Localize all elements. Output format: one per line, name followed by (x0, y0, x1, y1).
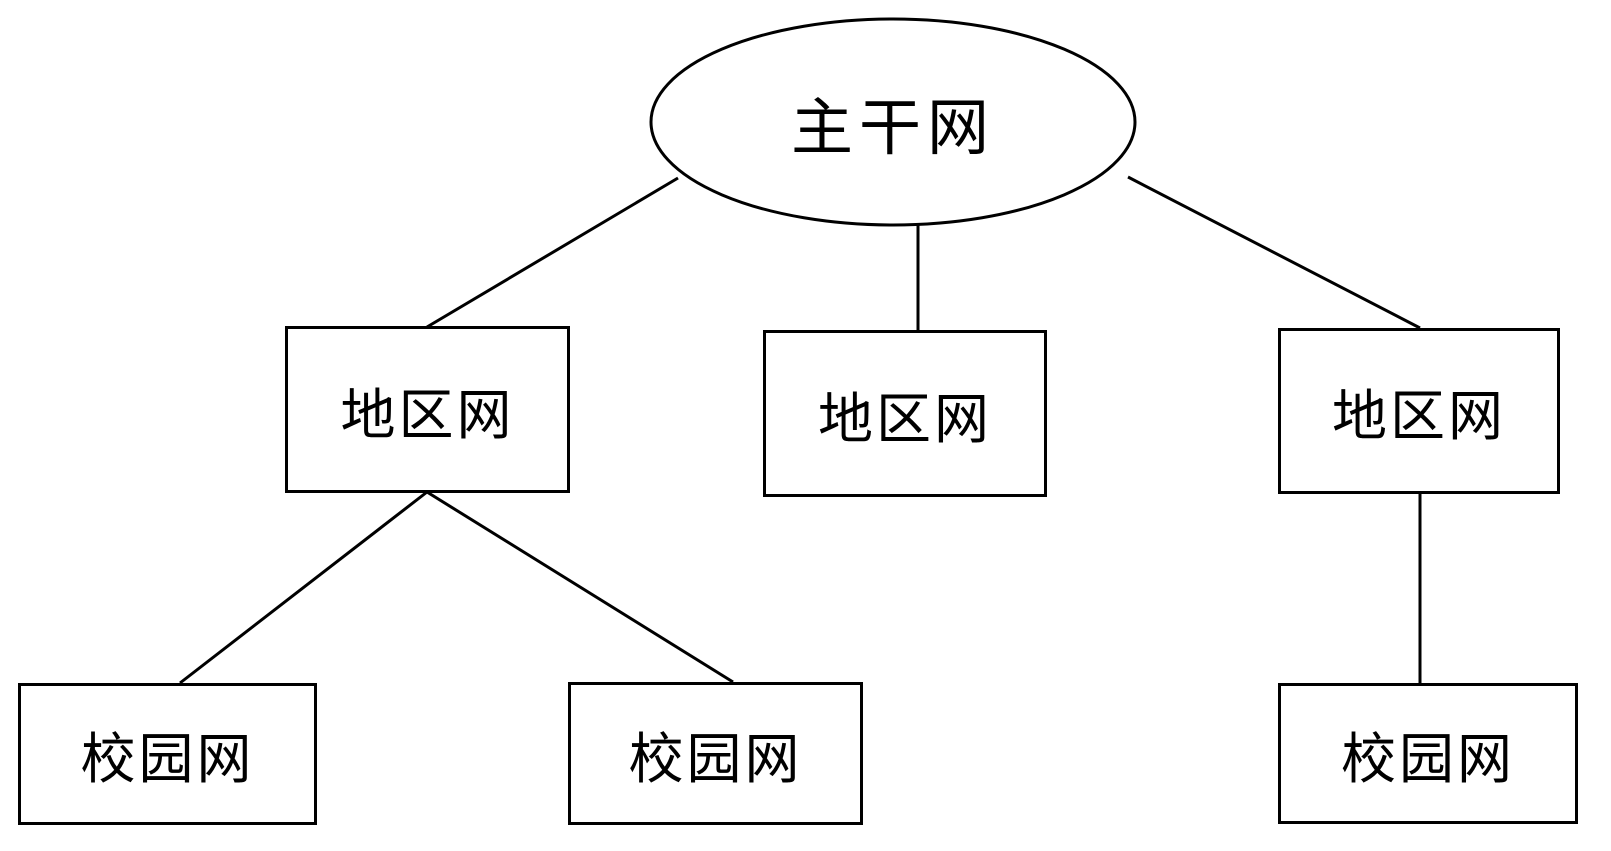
node-regional-left-label: 地区网 (340, 384, 515, 446)
node-campus-middle-label: 校园网 (628, 728, 803, 790)
edge-backbone-regional-left (426, 176, 679, 329)
backbone-ellipse-outline (649, 17, 1137, 227)
node-backbone-label: 主干网 (790, 95, 995, 163)
node-campus-network-middle: 校园网 (568, 682, 863, 825)
node-regional-network-left: 地区网 (285, 326, 570, 493)
node-campus-left-label: 校园网 (80, 729, 255, 790)
node-campus-network-left: 校园网 (18, 683, 317, 825)
node-backbone-network: 主干网 (651, 19, 1135, 225)
edge-regional-left-campus-left (179, 490, 428, 685)
node-campus-right-label: 校园网 (1340, 728, 1515, 790)
edge-backbone-regional-right (1127, 175, 1421, 330)
node-regional-middle-label: 地区网 (817, 388, 992, 450)
node-regional-network-right: 地区网 (1278, 328, 1560, 494)
edge-regional-left-campus-middle (426, 490, 734, 684)
node-campus-network-right: 校园网 (1278, 683, 1578, 824)
node-regional-network-middle: 地区网 (763, 330, 1047, 497)
node-regional-right-label: 地区网 (1331, 386, 1506, 447)
